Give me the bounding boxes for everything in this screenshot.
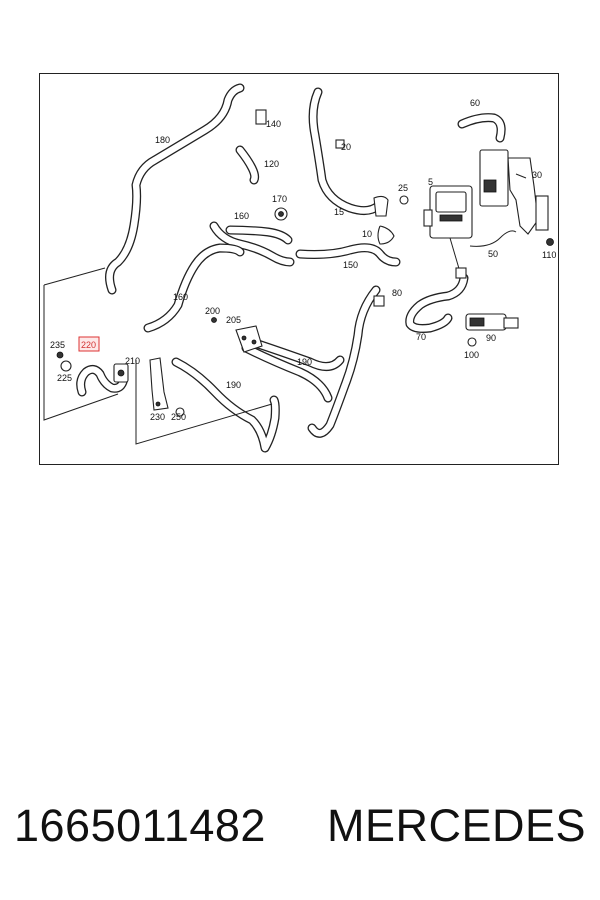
callout-190-lower: 190 xyxy=(226,380,241,390)
valve-210 xyxy=(113,363,129,383)
part-number: 1665011482 xyxy=(14,800,266,851)
callout-20: 20 xyxy=(341,142,351,152)
hose-190-lower xyxy=(171,357,280,453)
control-module xyxy=(469,149,517,247)
leader-lines xyxy=(43,173,527,445)
pump-90 xyxy=(465,313,519,331)
callout-labels: 5 10 15 20 25 30 50 60 70 80 90 100 110 … xyxy=(50,98,556,422)
callout-235: 235 xyxy=(50,340,65,350)
callout-230: 230 xyxy=(150,412,165,422)
callout-70: 70 xyxy=(416,332,426,342)
callout-110: 110 xyxy=(542,250,556,260)
bracket-30 xyxy=(507,157,554,246)
footer: 1665011482 MERCEDES xyxy=(0,800,600,860)
callout-25: 25 xyxy=(398,183,408,193)
callout-100: 100 xyxy=(464,350,479,360)
callout-160-upper: 160 xyxy=(234,211,249,221)
bracket-205 xyxy=(235,325,263,353)
callout-190-right: 190 xyxy=(297,357,312,367)
callout-210: 210 xyxy=(125,356,140,366)
callout-250: 250 xyxy=(171,412,186,422)
callout-160-lower: 160 xyxy=(173,292,188,302)
callout-50: 50 xyxy=(488,249,498,259)
callout-120: 120 xyxy=(264,159,279,169)
callout-205: 205 xyxy=(226,315,241,325)
bracket-230 xyxy=(149,357,169,411)
hose-160-upper xyxy=(209,221,295,267)
callout-15: 15 xyxy=(334,207,344,217)
callout-220: 220 xyxy=(81,340,96,350)
hose-70 xyxy=(405,273,469,333)
hose-15 xyxy=(308,87,383,216)
hose-150 xyxy=(295,243,401,267)
heater-unit-5 xyxy=(423,185,473,279)
callout-5: 5 xyxy=(428,177,433,187)
callout-170: 170 xyxy=(272,194,287,204)
hose-190-main xyxy=(241,285,381,438)
callout-30: 30 xyxy=(532,170,542,180)
hose-160-lower xyxy=(143,243,245,333)
diagram-frame xyxy=(39,73,559,465)
hose-180 xyxy=(105,83,245,295)
brand-name: MERCEDES xyxy=(326,800,586,851)
callout-225: 225 xyxy=(57,373,72,383)
small-parts xyxy=(56,109,477,417)
callout-150: 150 xyxy=(343,260,358,270)
callout-80: 80 xyxy=(392,288,402,298)
hose-60 xyxy=(457,113,506,143)
callout-140: 140 xyxy=(266,119,281,129)
callout-10: 10 xyxy=(362,229,372,239)
callout-200: 200 xyxy=(205,306,220,316)
hose-120 xyxy=(235,145,260,185)
highlight-box-220 xyxy=(78,336,100,352)
callout-180: 180 xyxy=(155,135,170,145)
hose-225 xyxy=(76,364,129,397)
callout-90: 90 xyxy=(486,333,496,343)
callout-60: 60 xyxy=(470,98,480,108)
